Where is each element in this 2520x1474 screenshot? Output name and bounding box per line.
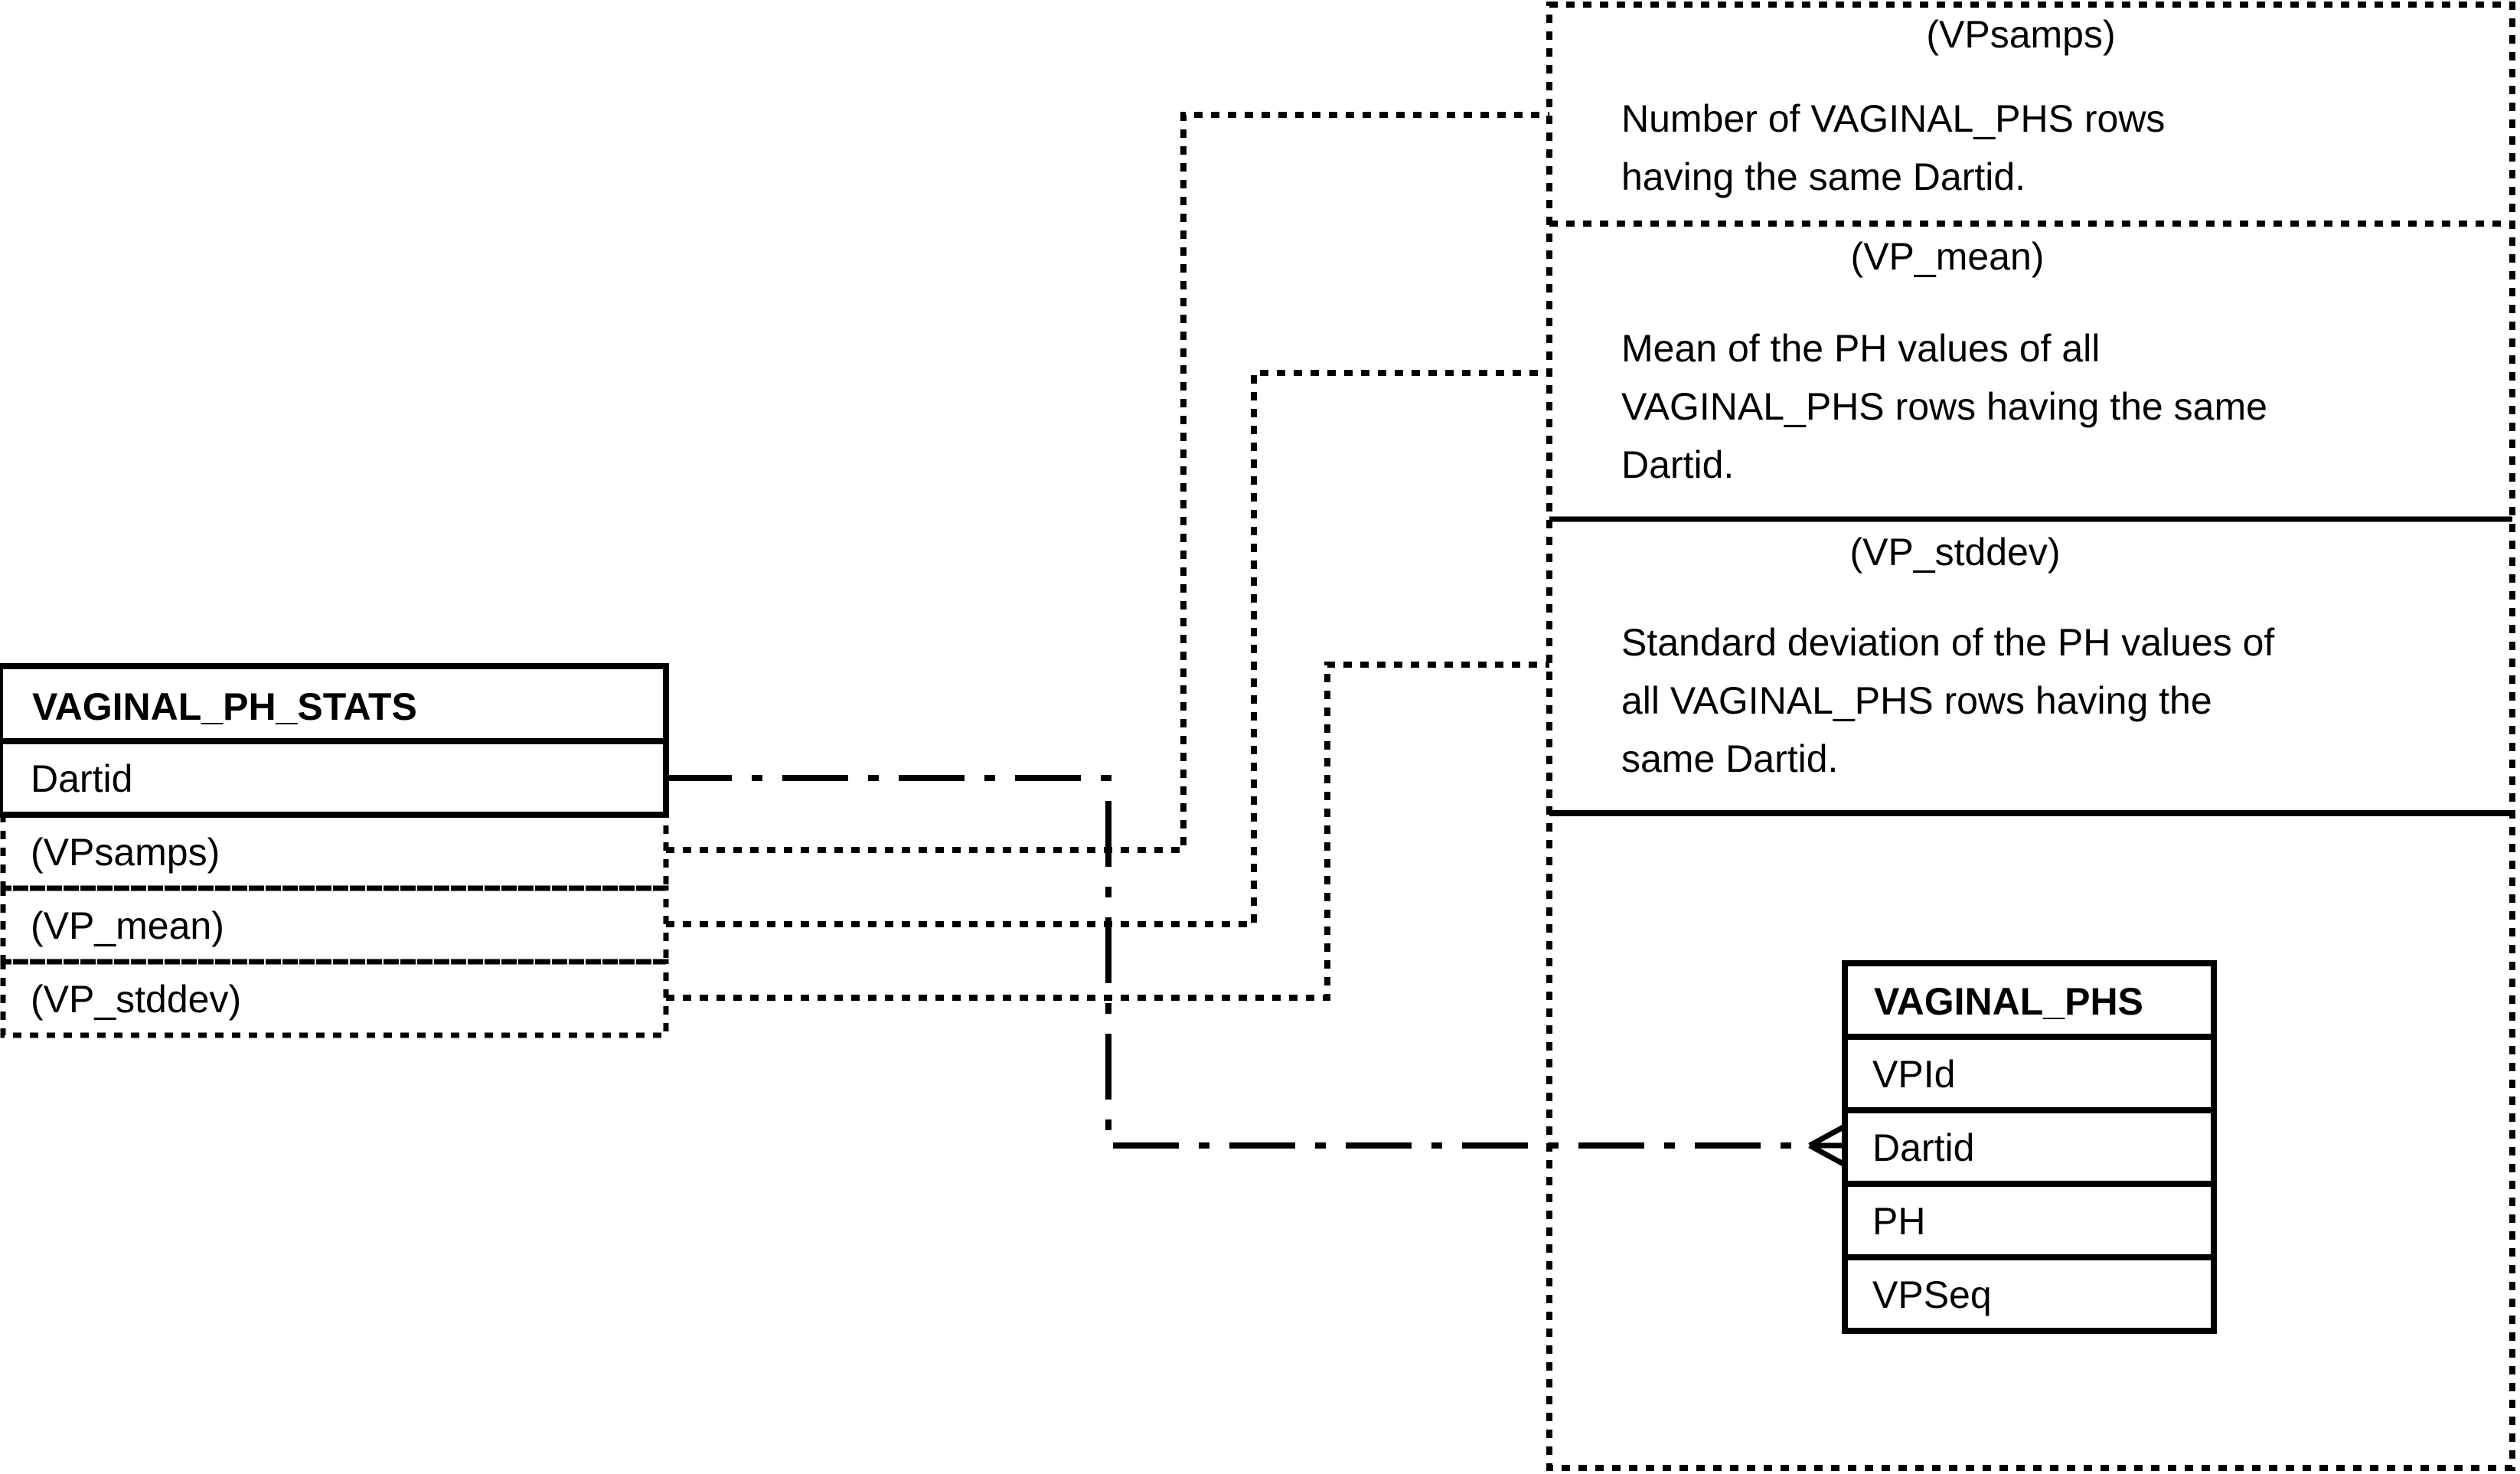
table-row [1842, 1254, 2217, 1334]
note-text-line: Standard deviation of the PH values of [1621, 621, 2274, 664]
field-vpsamps: (VPsamps) [31, 831, 220, 874]
connector-vp-mean [666, 370, 1549, 927]
field-vp-mean: (VP_mean) [31, 904, 224, 947]
note-text-line: all VAGINAL_PHS rows having the [1621, 679, 2212, 722]
relationship-line [666, 775, 1810, 1149]
crows-foot-icon [1808, 1124, 1845, 1167]
field-vpseq: VPSeq [1872, 1273, 1992, 1316]
table-title: VAGINAL_PHS [1874, 980, 2143, 1023]
note-title: (VPsamps) [1926, 13, 2115, 56]
table-row-derived [0, 959, 669, 1038]
connector-vp-stddev [666, 662, 1549, 1001]
table-vaginal-ph-stats: VAGINAL_PH_STATS Dartid (VPsamps) (VP_me… [0, 663, 669, 1038]
note-title: (VP_mean) [1851, 235, 2045, 278]
note-text-line: Dartid. [1621, 443, 1734, 486]
note-title: (VP_stddev) [1849, 531, 2060, 574]
field-vp-stddev: (VP_stddev) [31, 978, 241, 1021]
note-text-line: Mean of the PH values of all [1621, 327, 2100, 370]
note-vp-stddev: (VP_stddev) Standard deviation of the PH… [1621, 531, 2274, 780]
field-dartid: Dartid [31, 757, 132, 800]
field-dartid: Dartid [1872, 1126, 1974, 1169]
table-row-derived [0, 885, 669, 965]
table-header [1842, 960, 2217, 1040]
note-vp-mean: (VP_mean) Mean of the PH values of all V… [1621, 235, 2267, 486]
table-vaginal-phs: VAGINAL_PHS VPId Dartid PH VPSeq [1842, 960, 2217, 1334]
note-text-line: Number of VAGINAL_PHS rows [1621, 97, 2165, 140]
table-row-derived [0, 812, 669, 891]
note-text-line: same Dartid. [1621, 737, 1838, 780]
table-row [1842, 1181, 2217, 1260]
field-ph: PH [1872, 1200, 1925, 1243]
note-vpsamps: (VPsamps) Number of VAGINAL_PHS rows hav… [1621, 13, 2165, 198]
table-header [0, 663, 669, 744]
field-vpid: VPId [1872, 1053, 1955, 1096]
note-text-line: VAGINAL_PHS rows having the same [1621, 385, 2267, 428]
table-row-key [0, 738, 669, 818]
connector-vpsamps [666, 112, 1549, 853]
table-title: VAGINAL_PH_STATS [32, 685, 417, 728]
table-row [1842, 1107, 2217, 1187]
note-text-line: having the same Dartid. [1621, 155, 2025, 198]
